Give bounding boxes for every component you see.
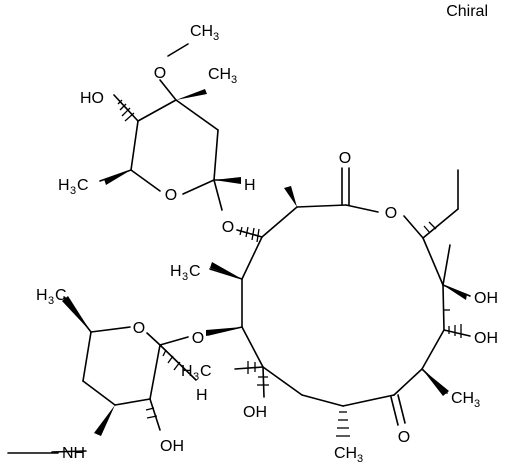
stereo-wedges <box>62 89 467 436</box>
atom-ch3-ring-bottom-sub: 3 <box>357 453 363 465</box>
atom-o-glycosidic-1: O <box>222 219 234 236</box>
atom-o-glycosidic-2: O <box>192 330 204 347</box>
atom-o-cladinose-ring: O <box>165 187 177 204</box>
atom-h3c-ring-1-sub: 3 <box>182 271 188 283</box>
atom-h3c-desosamine: H <box>36 287 48 304</box>
atom-ch3-ring-right: CH <box>451 390 474 407</box>
atom-h3c-ring-2-c: C <box>200 363 212 380</box>
atom-h-desosamine-anomeric: H <box>196 387 208 404</box>
atom-nh-amine: NH <box>62 445 85 462</box>
atom-oh-ring-3: OH <box>243 404 267 421</box>
atom-ch3-ring-right-sub: 3 <box>474 398 480 410</box>
atom-h3c-cladinose-sub: 3 <box>70 185 76 197</box>
bond-lines <box>51 43 471 453</box>
atom-o-methoxy: O <box>154 65 166 82</box>
atom-ho-cladinose: HO <box>80 90 104 107</box>
atom-ch3-methoxy-sub: 3 <box>213 31 219 43</box>
stereo-hashes <box>117 99 462 437</box>
atom-oh-ring-1: OH <box>474 290 498 307</box>
atom-ch3-ring-bottom: CH <box>334 445 357 462</box>
atom-ch3-methoxy: CH <box>190 23 213 40</box>
atom-o-lactone-carbonyl: O <box>339 150 351 167</box>
atom-o-desosamine-ring: O <box>133 320 145 337</box>
atom-h3c-ring-2-sub: 3 <box>193 371 199 383</box>
atom-oh-desosamine: OH <box>160 438 184 455</box>
atom-h3c-cladinose-c: C <box>77 177 89 194</box>
atom-h3c-cladinose: H <box>58 177 70 194</box>
atom-h3c-ring-2: H <box>181 363 193 380</box>
atom-h3c-ring-1: H <box>170 263 182 280</box>
chirality-label: Chiral <box>446 3 488 20</box>
atom-h3c-desosamine-sub: 3 <box>48 295 54 307</box>
atom-oh-ring-2: OH <box>474 330 498 347</box>
atom-o-ketone: O <box>398 429 410 446</box>
atom-o-lactone-ring: O <box>385 205 397 222</box>
atom-h-cladinose-anomeric: H <box>244 177 256 194</box>
atom-ch3-cladinose-quat-sub: 3 <box>231 74 237 86</box>
atom-ch3-cladinose-quat: CH <box>208 66 231 83</box>
atom-h3c-desosamine-c: C <box>55 287 67 304</box>
atom-h3c-ring-1-c: C <box>189 263 201 280</box>
